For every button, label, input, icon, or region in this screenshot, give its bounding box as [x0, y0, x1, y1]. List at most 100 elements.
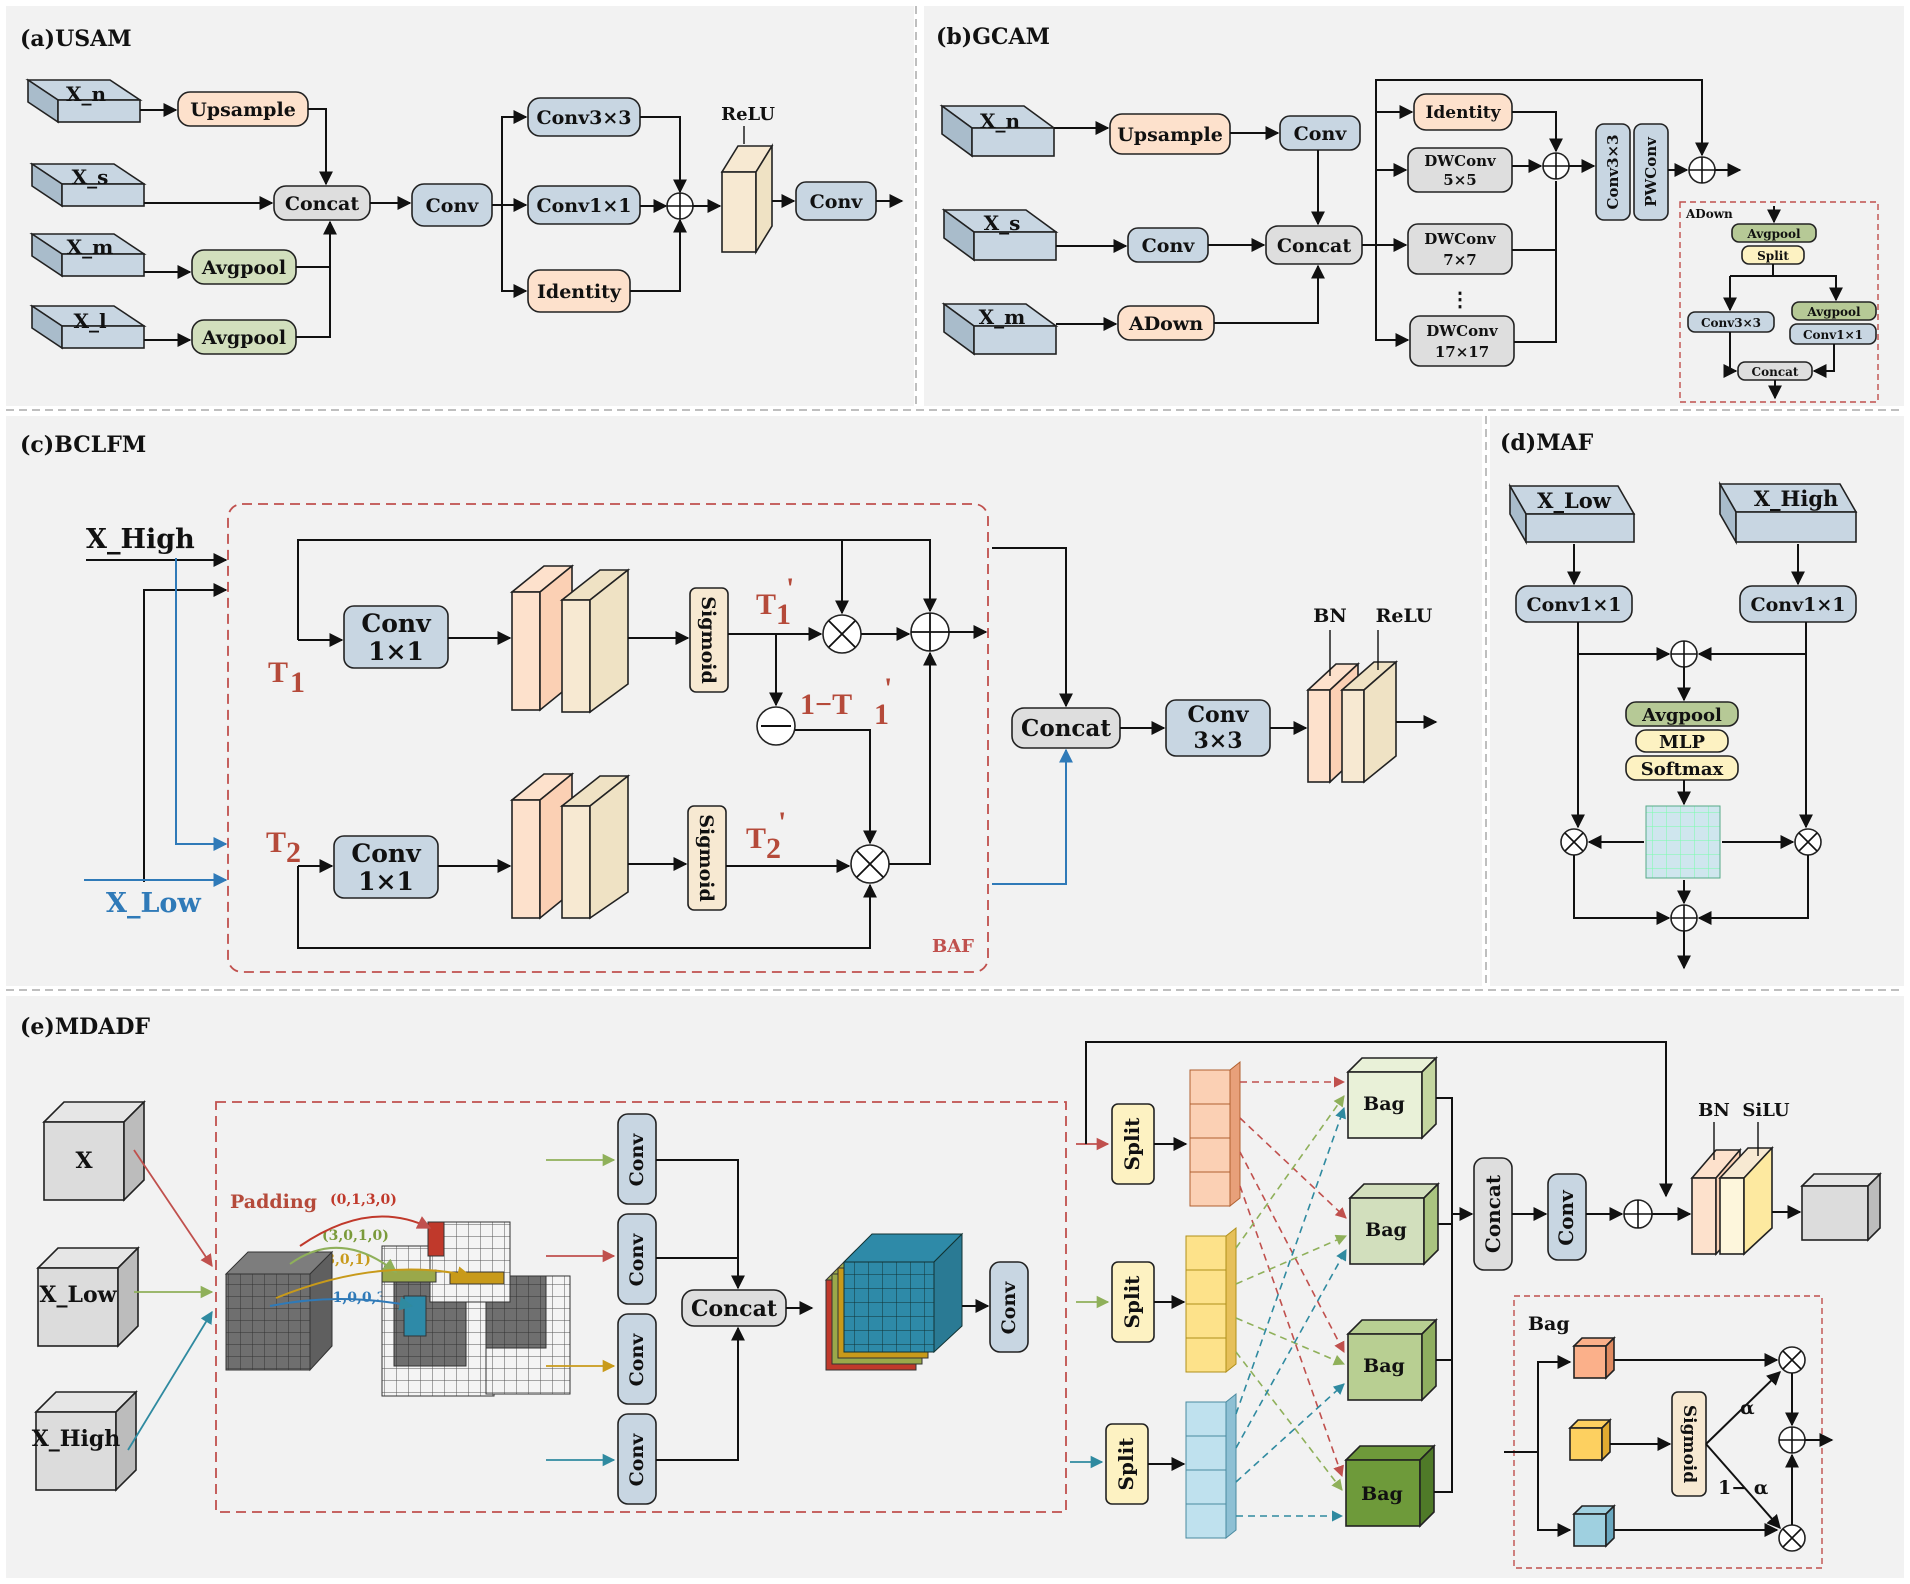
svg-text:Concat: Concat	[285, 193, 359, 215]
gcam-title: (b)GCAM	[936, 24, 1050, 50]
svg-text:SiLU: SiLU	[1742, 1100, 1790, 1121]
panel-maf: (d)MAF X_Low X_High Conv1×1 Conv1×1 Avgp…	[1500, 430, 1858, 970]
svg-text:X: X	[75, 1148, 93, 1174]
bclfm-sigmoid-2	[687, 805, 727, 911]
bclfm-arrows	[84, 539, 1438, 949]
gcam-dwconv-5	[1407, 147, 1513, 193]
svg-text:Concat: Concat	[1481, 1174, 1505, 1253]
mdadf-bag-detail: Bag Sigmoid α 1− α	[1504, 1295, 1834, 1569]
svg-text:α: α	[1740, 1397, 1755, 1419]
svg-text:ADown: ADown	[1685, 207, 1733, 221]
bclfm-feature-slabs-2	[509, 772, 631, 920]
svg-text:Sigmoid: Sigmoid	[1679, 1405, 1699, 1483]
svg-text:DWConv: DWConv	[1424, 152, 1497, 170]
svg-text:Avgpool: Avgpool	[1641, 705, 1722, 726]
mdadf-input-xhigh: X_High	[32, 1390, 138, 1492]
svg-text:⋮: ⋮	[1450, 287, 1470, 311]
svg-text:X_s: X_s	[984, 211, 1021, 235]
svg-text:Softmax: Softmax	[1641, 759, 1724, 780]
maf-attention-grid	[1645, 805, 1721, 879]
panel-bclfm: (c)BCLFM X_High X_Low BAF T 1 T 2 Conv 1…	[20, 432, 1438, 973]
maf-avgpool-box	[1625, 701, 1739, 727]
svg-text:X_l: X_l	[73, 309, 107, 333]
svg-text:1×1: 1×1	[358, 867, 414, 896]
maf-input-xhigh: X_High	[1718, 480, 1858, 546]
gcam-input-xs: X_s	[941, 208, 1059, 262]
gcam-input-xm: X_m	[941, 302, 1059, 356]
gcam-pwconv-vertical	[1633, 123, 1669, 221]
svg-text:X_Low: X_Low	[106, 888, 201, 919]
svg-text:X_Low: X_Low	[39, 1282, 117, 1308]
svg-text:BN: BN	[1313, 605, 1346, 627]
panel-mdadf: (e)MDADF X X_Low X_High Padding (0,1,3,0…	[20, 1014, 1882, 1569]
mdadf-bn-silu-slabs	[1690, 1145, 1774, 1257]
svg-text:X_s: X_s	[72, 165, 109, 189]
svg-text:Concat: Concat	[1021, 715, 1111, 742]
svg-text:Bag: Bag	[1365, 1219, 1407, 1241]
svg-text:Avgpool: Avgpool	[1746, 227, 1801, 241]
svg-text:X_n: X_n	[980, 109, 1021, 133]
panel-gcam: (b)GCAM X_n X_s X_m Upsample Conv Conv A…	[936, 24, 1879, 403]
svg-text:X_High: X_High	[86, 524, 195, 555]
svg-text:1×1: 1×1	[368, 637, 424, 666]
bclfm-feature-slabs-1	[509, 564, 631, 714]
usam-input-xl: X_l	[29, 304, 147, 350]
svg-text:Conv: Conv	[998, 1281, 1020, 1335]
svg-text:Conv1×1: Conv1×1	[536, 195, 631, 217]
svg-text:(0,1,3,0): (0,1,3,0)	[330, 1192, 397, 1208]
svg-text:Split: Split	[1757, 249, 1789, 263]
svg-text:Conv: Conv	[626, 1333, 648, 1387]
svg-text:T: T	[268, 656, 288, 689]
svg-text:T: T	[756, 588, 776, 621]
svg-text:Identity: Identity	[1425, 103, 1501, 123]
svg-text:Avgpool: Avgpool	[201, 327, 286, 349]
maf-softmax-box	[1625, 755, 1739, 781]
svg-text:(3,0,1,0): (3,0,1,0)	[322, 1228, 389, 1244]
svg-text:Bag: Bag	[1363, 1355, 1405, 1377]
svg-text:Conv1×1: Conv1×1	[1526, 594, 1621, 616]
maf-conv1-right	[1739, 585, 1857, 623]
svg-text:X_n: X_n	[66, 82, 107, 106]
mdadf-input-x: X	[42, 1100, 146, 1202]
mdadf-right-arrows	[1085, 1041, 1802, 1493]
svg-text:ReLU: ReLU	[1376, 605, 1433, 627]
maf-input-xlow: X_Low	[1508, 482, 1636, 546]
svg-text:BN: BN	[1698, 1100, 1730, 1121]
svg-text:(1,0,0,3): (1,0,0,3)	[326, 1290, 393, 1306]
svg-text:Conv1×1: Conv1×1	[1803, 328, 1863, 342]
usam-input-xs: X_s	[29, 162, 147, 208]
svg-text:BAF: BAF	[932, 936, 974, 957]
svg-text:ADown: ADown	[1128, 313, 1203, 335]
svg-text:3×3: 3×3	[1193, 728, 1242, 754]
svg-text:Concat: Concat	[1277, 235, 1351, 257]
mdadf-conv-after-cube	[989, 1261, 1029, 1353]
mdadf-column-blue	[1185, 1392, 1237, 1540]
svg-text:T: T	[266, 826, 286, 859]
bclfm-bn-relu-slabs	[1305, 660, 1399, 784]
svg-text:Conv: Conv	[361, 609, 432, 638]
svg-text:T: T	[746, 822, 766, 855]
usam-input-xm: X_m	[29, 232, 147, 278]
svg-text:Conv: Conv	[1188, 702, 1250, 728]
svg-text:Conv1×1: Conv1×1	[1750, 594, 1845, 616]
svg-text:Sigmoid: Sigmoid	[695, 814, 717, 902]
svg-text:Conv3×3: Conv3×3	[1604, 134, 1622, 209]
svg-text:X_Low: X_Low	[1537, 488, 1612, 513]
svg-text:Bag: Bag	[1361, 1483, 1403, 1505]
mdadf-bag-2: Bag	[1348, 1182, 1440, 1266]
svg-text:Sigmoid: Sigmoid	[697, 596, 719, 684]
mdadf-feature-cube	[824, 1232, 964, 1371]
gcam-arrows	[1054, 79, 1742, 347]
svg-text:Upsample: Upsample	[190, 99, 296, 121]
svg-text:Split: Split	[1120, 1117, 1144, 1171]
svg-text:ReLU: ReLU	[721, 104, 775, 125]
svg-text:1−T: 1−T	[800, 688, 852, 721]
svg-text:Concat: Concat	[1752, 365, 1799, 379]
svg-text:Split: Split	[1120, 1275, 1144, 1329]
usam-input-xn: X_n	[25, 78, 143, 124]
svg-text:7×7: 7×7	[1443, 251, 1476, 269]
panel-usam: (a)USAM X_n X_s X_m X_l Upsample	[20, 26, 904, 355]
svg-text:': '	[778, 806, 786, 839]
mdadf-title: (e)MDADF	[20, 1014, 150, 1040]
maf-title: (d)MAF	[1500, 430, 1594, 456]
